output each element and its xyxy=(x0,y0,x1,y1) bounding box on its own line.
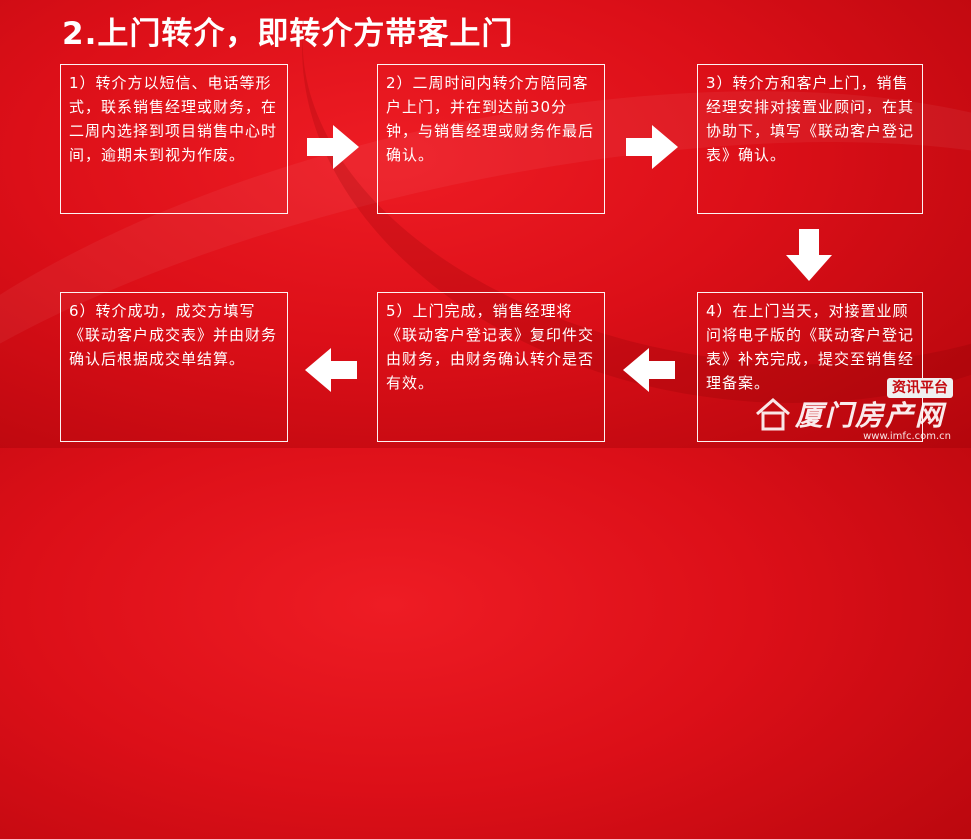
step-6-box: 6）转介成功，成交方填写《联动客户成交表》并由财务确认后根据成交单结算。 xyxy=(60,292,288,442)
left-arrow-icon xyxy=(623,348,675,392)
step-2-box: 2）二周时间内转介方陪同客户上门，并在到达前30分钟，与销售经理或财务作最后确认… xyxy=(377,64,605,214)
house-logo-icon xyxy=(755,396,791,436)
watermark-url: www.imfc.com.cn xyxy=(863,431,951,442)
right-arrow-icon xyxy=(307,125,359,169)
step-4-box: 4）在上门当天，对接置业顾问将电子版的《联动客户登记表》补充完成，提交至销售经理… xyxy=(697,292,923,442)
right-arrow-icon xyxy=(626,125,678,169)
page-title: 2.上门转介，即转介方带客上门 xyxy=(62,16,514,52)
left-arrow-icon xyxy=(305,348,357,392)
step-3-box: 3）转介方和客户上门，销售经理安排对接置业顾问，在其协助下，填写《联动客户登记表… xyxy=(697,64,923,214)
step-5-box: 5）上门完成，销售经理将《联动客户登记表》复印件交由财务，由财务确认转介是否有效… xyxy=(377,292,605,442)
watermark-site-name: 厦门房产网 xyxy=(795,399,946,432)
step-1-box: 1）转介方以短信、电话等形式，联系销售经理或财务，在二周内选择到项目销售中心时间… xyxy=(60,64,288,214)
watermark-badge: 资讯平台 xyxy=(887,378,953,398)
down-arrow-icon xyxy=(786,229,832,281)
watermark: 资讯平台 厦门房产网 www.imfc.com.cn xyxy=(747,378,957,442)
